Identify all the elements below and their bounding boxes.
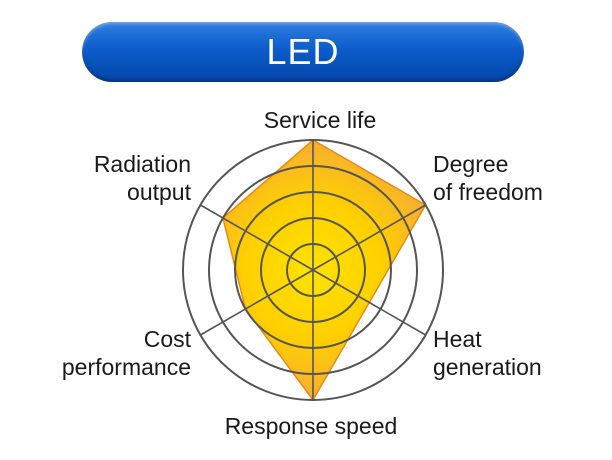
axis-label-4: Response speed [225,413,398,439]
axis-label-line: output [127,179,192,205]
axis-spoke-6 [200,204,314,271]
axis-spoke-3 [312,269,426,336]
axis-label-line: Cost [144,326,192,352]
axis-label-line: Service life [264,107,376,133]
axis-label-line: performance [62,354,191,380]
axis-label-line: Heat [433,326,482,352]
axis-label-line: Degree [433,151,508,177]
chart-title: LED [266,31,340,72]
axis-spoke-5 [200,269,314,336]
axis-label-line: generation [433,354,542,380]
title-banner: LED [82,22,524,82]
axis-label-1: Service life [264,107,376,133]
axis-spoke-2 [312,204,426,271]
axis-label-line: Radiation [94,151,191,177]
axis-label-line: of freedom [433,179,543,205]
axis-label-line: Response speed [225,413,398,439]
radar-area [222,139,427,402]
